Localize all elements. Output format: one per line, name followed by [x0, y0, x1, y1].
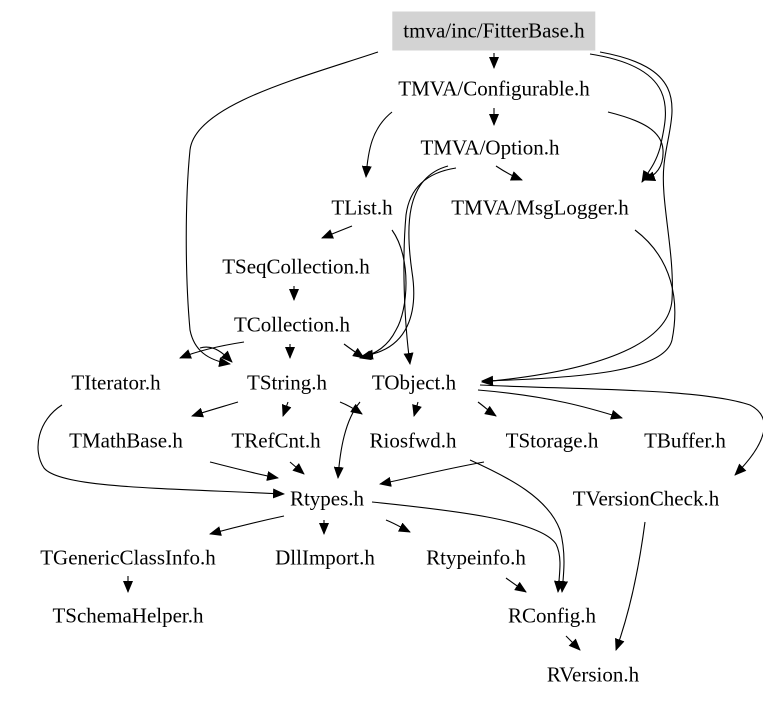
node-trefcnt[interactable]: TRefCnt.h: [231, 428, 321, 453]
node-rtypeinfo[interactable]: Rtypeinfo.h: [426, 545, 526, 570]
edge-msglogger-tobject: [481, 229, 676, 386]
edge-tcollection-tobject: [343, 343, 365, 359]
node-msglogger[interactable]: TMVA/MsgLogger.h: [451, 195, 629, 220]
node-tcollection[interactable]: TCollection.h: [233, 312, 351, 337]
edge-tstring-rtypes: [333, 401, 361, 479]
edge-tobject-tstorage: [477, 401, 497, 417]
edge-tcollection-tstring: [199, 346, 233, 363]
edge-tstorage-rtypes: [379, 461, 485, 487]
edge-fitterbase-msglogger: [589, 53, 666, 183]
edge-tlist-tobject: [359, 229, 407, 361]
edge-rtypes-rtypeinfo: [385, 519, 411, 533]
node-configurable[interactable]: TMVA/Configurable.h: [398, 76, 590, 101]
node-rconfig[interactable]: RConfig.h: [507, 603, 597, 628]
edge-tobject-riosfwd: [412, 401, 422, 417]
edge-tstring-trefcnt: [281, 401, 292, 417]
edge-fitterbase-tstring: [185, 51, 379, 368]
edge-tlist-tseqcollection: [321, 225, 353, 239]
node-tversioncheck[interactable]: TVersionCheck.h: [572, 486, 720, 511]
node-tmathbase[interactable]: TMathBase.h: [69, 428, 183, 453]
edge-tobject-tbuffer: [477, 389, 623, 420]
edge-rconfig-rversion: [565, 635, 581, 651]
node-dllimport[interactable]: DllImport.h: [275, 545, 375, 570]
edge-titerator-rtypes: [37, 404, 285, 499]
edge-option-msglogger: [495, 165, 523, 181]
node-rtypes[interactable]: Rtypes.h: [289, 486, 365, 511]
node-tlist[interactable]: TList.h: [331, 195, 393, 220]
edge-tobject-tversioncheck: [479, 384, 763, 476]
edge-tmathbase-rtypes: [209, 461, 279, 481]
edge-option-tstring-loop: [361, 165, 449, 360]
node-rversion[interactable]: RVersion.h: [546, 662, 640, 687]
node-tgenericclassinfo[interactable]: TGenericClassInfo.h: [40, 545, 216, 570]
edge-tstring-riosfwd: [339, 401, 363, 415]
node-tbuffer[interactable]: TBuffer.h: [644, 428, 726, 453]
edge-configurable-msglogger: [607, 111, 664, 181]
edge-trefcnt-rtypes: [289, 461, 305, 475]
edge-rtypes-rconfig: [371, 501, 564, 593]
edge-tstring-tmathbase: [191, 401, 239, 418]
node-tobject[interactable]: TObject.h: [371, 370, 457, 395]
node-fitterbase[interactable]: tmva/inc/FitterBase.h: [392, 11, 596, 51]
node-tstorage[interactable]: TStorage.h: [505, 428, 599, 453]
node-riosfwd[interactable]: Riosfwd.h: [369, 428, 457, 453]
edge-rtypeinfo-rconfig: [505, 577, 527, 593]
node-tstring[interactable]: TString.h: [247, 370, 327, 395]
edge-configurable-tlist: [361, 111, 393, 178]
node-option[interactable]: TMVA/Option.h: [420, 135, 560, 160]
edge-rtypes-tgenericclassinfo: [209, 515, 285, 536]
node-tschemahelper[interactable]: TSchemaHelper.h: [52, 603, 204, 628]
edge-tversioncheck-rversion: [615, 521, 646, 651]
edge-riosfwd-rconfig: [469, 459, 569, 593]
edge-tcollection-titerator: [179, 341, 245, 359]
node-tseqcollection[interactable]: TSeqCollection.h: [222, 254, 370, 279]
edge-fitterbase-tobject: [481, 51, 673, 386]
node-titerator[interactable]: TIterator.h: [71, 370, 161, 395]
